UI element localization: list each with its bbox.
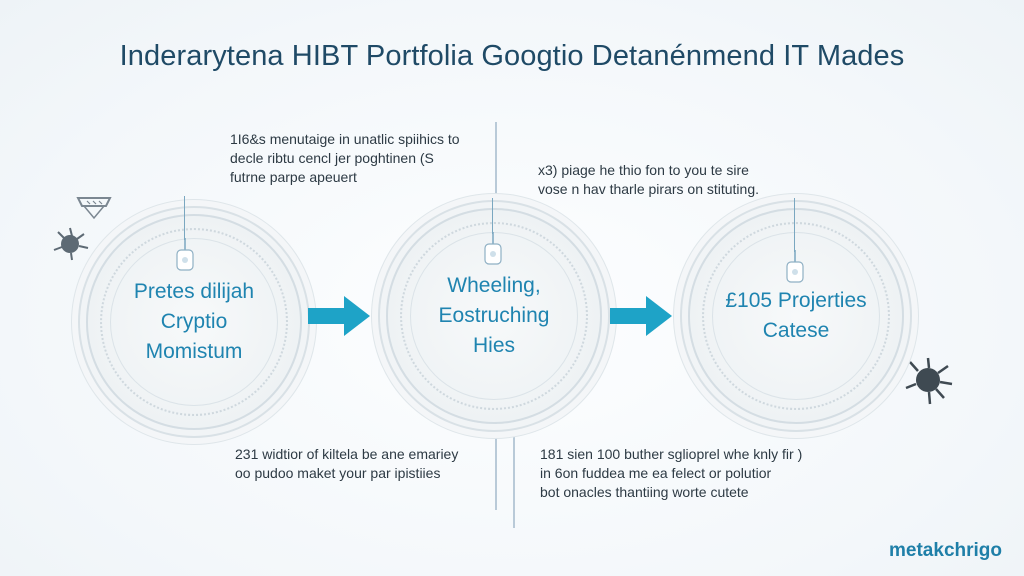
pendant-string: [492, 198, 493, 234]
note-top-right: x3) piage he thio fon to you te sire vos…: [538, 161, 759, 199]
ink-splash-icon: [905, 357, 953, 405]
note-line: 231 widtior of kiltela be ane emariey: [235, 446, 459, 462]
crest-icon: [76, 197, 112, 220]
step-label-line: Eostruching: [438, 304, 550, 327]
pendant-icon: [176, 238, 194, 271]
note-bottom-left: 231 widtior of kiltela be ane emariey oo…: [235, 445, 458, 483]
step-label-1: Pretes dilijah Cryptio Momistum: [88, 277, 300, 367]
pendant-string: [794, 198, 795, 252]
ink-splash-icon: [53, 227, 89, 261]
step-label-line: £105 Projerties: [725, 289, 867, 312]
note-line: oo pudoo maket your par ipistiies: [235, 465, 441, 481]
brand-logo: metakchrigo: [889, 540, 1002, 561]
arrow-right-icon: [610, 296, 672, 336]
pendant-string: [184, 196, 185, 240]
step-label-line: Catese: [762, 319, 830, 342]
step-label-line: Momistum: [145, 340, 243, 363]
step-label-line: Cryptio: [160, 310, 228, 333]
note-line: decle ribtu cencl jer poghtinen (S: [230, 150, 434, 166]
page-title: Inderarytena HIBT Portfolia Googtio Deta…: [119, 40, 905, 72]
pendant-icon: [484, 232, 502, 265]
step-label-2: Wheeling, Eostruching Hies: [388, 271, 600, 361]
step-label-line: Hies: [472, 334, 515, 357]
step-circle-1: Pretes dilijah Cryptio Momistum: [86, 214, 302, 430]
note-top-left: 1I6&s menutaige in unatlic spiihics to d…: [230, 130, 460, 187]
note-line: x3) piage he thio fon to you te sire: [538, 162, 749, 178]
note-line: 1I6&s menutaige in unatlic spiihics to: [230, 131, 460, 147]
step-label-3: £105 Projerties Catese: [690, 286, 902, 346]
note-line: futrne parpe apeuert: [230, 169, 357, 185]
step-label-line: Wheeling,: [447, 274, 541, 297]
pendant-icon: [786, 250, 804, 283]
arrow-right-icon: [308, 296, 370, 336]
note-line: vose n hav tharle pirars on stituting.: [538, 181, 760, 197]
note-line: 181 sien 100 buther sglioprel whe knly f…: [540, 446, 803, 462]
step-circle-3: £105 Projerties Catese: [688, 208, 904, 424]
step-label-line: Pretes dilijah: [133, 280, 255, 303]
note-bottom-right: 181 sien 100 buther sglioprel whe knly f…: [540, 445, 802, 502]
note-line: bot onacles thantiing worte cutete: [540, 484, 749, 500]
note-line: in 6on fuddea me ea felect or polutior: [540, 465, 772, 481]
